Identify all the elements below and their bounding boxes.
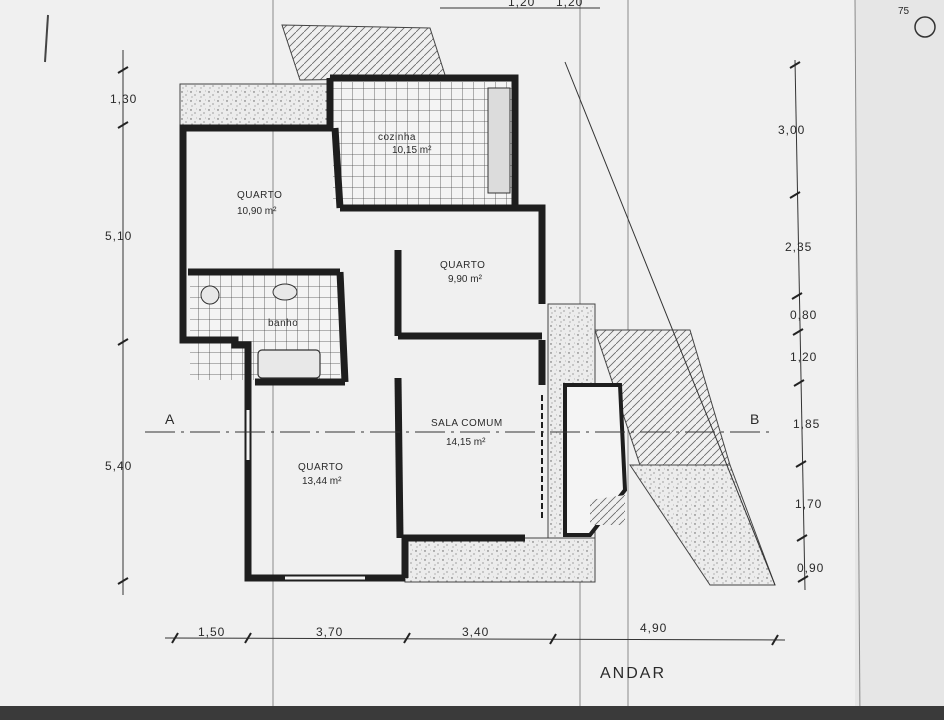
dim-left-2: 5,10 [105,229,132,243]
terrace-bottom [404,537,596,583]
dim-right-6: 1,70 [795,497,822,511]
room-area-quarto-top: 10,90 m² [237,206,277,217]
toilet [272,283,298,301]
dim-right-4: 1,20 [790,350,817,364]
dim-top-2: 1,20 [556,0,583,9]
balcony-hatch [590,495,625,525]
dim-bottom-1: 1,50 [198,625,225,639]
dim-bottom-3: 3,40 [462,625,489,639]
room-area-quarto-mid: 9,90 m² [448,274,483,285]
room-area-sala: 14,15 m² [446,437,486,448]
room-label-banho: banho [268,318,298,329]
stair-top [281,24,447,81]
room-area-cozinha: 10,15 m² [392,145,432,156]
paper-bottom-shadow [0,706,944,720]
site-boundary-line [564,61,776,586]
dim-right-5: 1,85 [793,417,820,431]
dim-bottom-4: 4,90 [640,621,667,635]
pencil-mark [44,14,49,63]
dim-right-2: 2,35 [785,240,812,254]
dim-ticks-left [117,66,129,585]
dim-right-3: 0,80 [790,308,817,322]
room-area-quarto-bottom: 13,44 m² [302,476,342,487]
room-label-sala: SALA COMUM [431,418,503,429]
dim-right-1: 3,00 [778,123,805,137]
dim-line-right [794,59,806,591]
section-label-b: B [750,411,759,427]
section-label-a: A [165,411,175,427]
corner-mark-label: 75 [898,6,910,17]
kitchen-counter [487,87,511,194]
bathtub [257,349,321,379]
dim-left-3: 5,40 [105,459,132,473]
kitchen-floor [333,82,515,208]
dim-ticks-right [789,61,809,583]
dim-ticks-bottom [171,632,779,646]
room-label-cozinha: cozinha [378,132,416,143]
dim-right-7: 0,90 [797,561,824,575]
floor-title: ANDAR [600,665,666,682]
paper-right-panel [855,0,944,720]
terrace-top-left [179,83,331,127]
washbasin [200,285,220,305]
room-label-quarto-bottom: QUARTO [298,462,343,473]
dim-bottom-2: 3,70 [316,625,343,639]
walls [179,74,546,582]
room-label-quarto-top: QUARTO [237,190,282,201]
fold-line-edge [854,0,861,720]
dim-left-1: 1,30 [110,92,137,106]
dim-line-bottom [164,637,786,641]
room-label-quarto-mid: QUARTO [440,260,485,271]
dim-top-1: 1,20 [508,0,535,9]
corner-circle [914,16,936,38]
